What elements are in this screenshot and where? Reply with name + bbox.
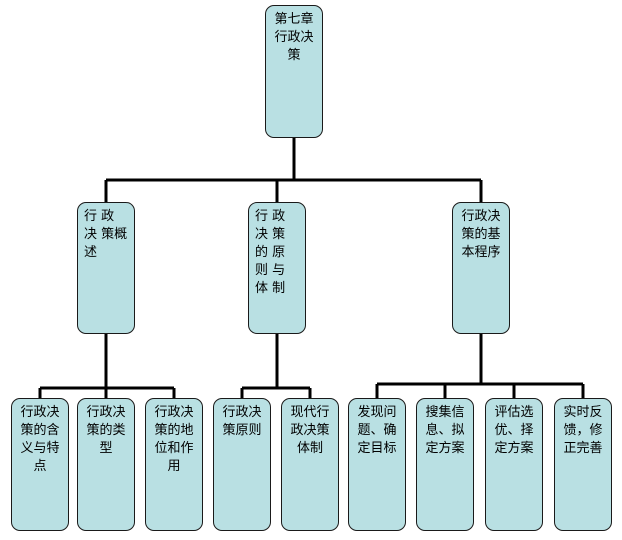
node-child-1-2: 行政决策的类型 (77, 398, 135, 531)
node-section-principles: 行 政 决 策 的 原 则 与 体 制 (248, 202, 306, 334)
node-section-overview: 行 政 决 策概述 (77, 202, 135, 334)
node-child-1-3: 行政决策的地位和作用 (145, 398, 203, 531)
node-child-2-2: 现代行政决策体制 (281, 398, 339, 531)
node-child-2-1: 行政决策原则 (213, 398, 271, 531)
node-child-3-3: 评估选优、择定方案 (485, 398, 543, 531)
node-section-procedure: 行政决策的基本程序 (452, 202, 510, 334)
node-child-3-4: 实时反馈，修正完善 (554, 398, 612, 531)
node-child-3-1: 发现问题、确定目标 (348, 398, 406, 531)
node-child-1-1: 行政决策的含义与特点 (11, 398, 69, 531)
node-child-3-2: 搜集信息、拟定方案 (416, 398, 474, 531)
node-root: 第七章行政决策 (265, 5, 323, 138)
